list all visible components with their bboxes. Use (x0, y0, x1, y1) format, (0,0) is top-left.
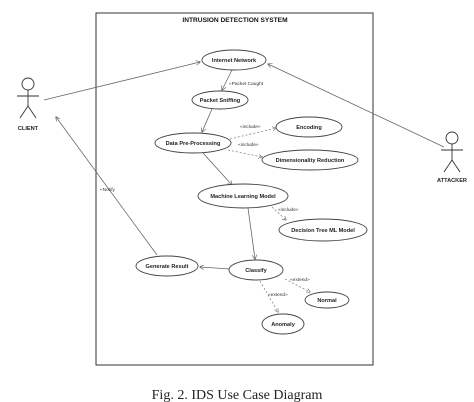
extend-anomaly-edge (259, 280, 278, 312)
include-encoding-label: «include» (240, 124, 261, 130)
extend-anomaly-label: «extend» (268, 292, 288, 298)
sniffing-to-preprocessing-edge (202, 108, 213, 132)
normal-label: Normal (317, 298, 337, 304)
use-case-encoding: Encoding (275, 116, 343, 138)
preprocessing-to-ml-edge (202, 152, 232, 185)
client-actor (17, 77, 39, 119)
decision-tree-label: Decision Tree ML Model (291, 228, 355, 234)
include-dt-edge (271, 206, 286, 220)
include-dimred-edge (227, 149, 262, 157)
extend-normal-label: «extend» (290, 277, 310, 283)
classify-label: Classify (245, 268, 267, 274)
attacker-to-internet-edge (268, 64, 445, 148)
use-case-machine-learning-model: Machine Learning Model (197, 183, 289, 209)
figure-caption: Fig. 2. IDS Use Case Diagram (152, 388, 323, 402)
ml-to-classify-edge (247, 207, 255, 259)
encoding-label: Encoding (296, 125, 322, 131)
use-case-internet-network: Internet Network (201, 49, 267, 71)
notify-label: «Notify (100, 187, 116, 193)
system-title: INTRUSION DETECTION SYSTEM (182, 17, 288, 24)
use-case-data-preprocessing: Data Pre-Processing (154, 132, 232, 154)
use-case-anomaly: Anomaly (261, 313, 305, 335)
include-dimred-label: «include» (238, 142, 259, 148)
client-label: CLIENT (18, 126, 39, 132)
packet-caught-label: «Packet Caught (229, 81, 264, 87)
use-case-decision-tree: Decision Tree ML Model (278, 218, 368, 242)
include-dt-label: «include» (278, 207, 299, 213)
use-case-packet-sniffing: Packet Sniffing (191, 90, 249, 110)
use-case-generate-result: Generate Result (135, 255, 199, 277)
extend-normal-edge (284, 278, 310, 292)
internet-to-sniffing-edge (222, 69, 233, 90)
classify-to-result-edge (200, 267, 231, 269)
machine-learning-model-label: Machine Learning Model (210, 194, 276, 200)
anomaly-label: Anomaly (271, 322, 296, 328)
data-preprocessing-label: Data Pre-Processing (166, 141, 221, 147)
use-case-dimensionality-reduction: Dimensionality Reduction (261, 149, 359, 171)
attacker-actor (441, 131, 463, 173)
generate-result-label: Generate Result (146, 264, 189, 270)
notify-edge (56, 117, 158, 256)
use-case-normal: Normal (304, 291, 350, 309)
client-to-internet-edge (43, 62, 200, 101)
packet-sniffing-label: Packet Sniffing (200, 98, 241, 104)
internet-network-label: Internet Network (212, 58, 257, 64)
dimensionality-reduction-label: Dimensionality Reduction (276, 158, 345, 164)
attacker-label: ATTACKER (437, 178, 467, 184)
use-case-classify: Classify (228, 259, 284, 281)
